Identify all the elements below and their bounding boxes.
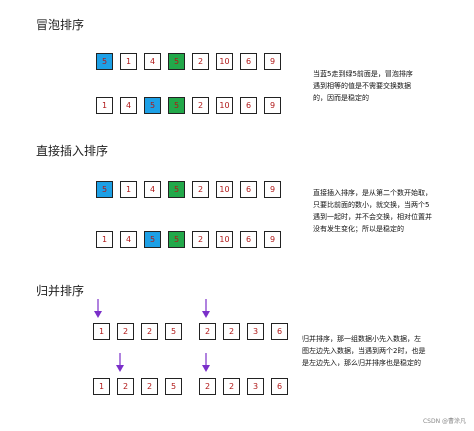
insertion-note-line-4: 没有发生变化；所以是稳定的 <box>313 225 404 233</box>
number-cell: 2 <box>117 378 134 395</box>
number-cell: 1 <box>93 323 110 340</box>
number-cell: 6 <box>240 53 257 70</box>
number-cell: 9 <box>264 53 281 70</box>
merge-sort-title: 归并排序 <box>36 284 85 298</box>
number-cell: 1 <box>120 53 137 70</box>
number-cell: 2 <box>199 378 216 395</box>
number-cell: 2 <box>141 378 158 395</box>
down-arrow-icon <box>202 353 210 372</box>
number-cell: 2 <box>223 323 240 340</box>
number-cell: 1 <box>96 97 113 114</box>
watermark: CSDN @曹涂凡 <box>422 418 466 425</box>
merge-note-line-3: 是左边先入，那么归并排序也是稳定的 <box>302 359 421 367</box>
number-cell: 2 <box>117 323 134 340</box>
number-cell: 5 <box>96 181 113 198</box>
bubble-note: 当蓝5走到绿5前面是，冒泡排序 遇到相等的值是不需要交换数据 的，因而是稳定的 <box>313 68 413 104</box>
number-cell: 6 <box>240 97 257 114</box>
number-cell: 6 <box>240 231 257 248</box>
number-cell: 2 <box>141 323 158 340</box>
merge-note: 归并排序，那一组数据小先入数据，左 图左边先入数据，当遇到两个2时，也是 是左边… <box>302 333 425 369</box>
number-cell: 10 <box>216 53 233 70</box>
number-cell: 2 <box>192 181 209 198</box>
number-cell: 3 <box>247 323 264 340</box>
number-cell: 9 <box>264 231 281 248</box>
number-cell: 5 <box>165 378 182 395</box>
number-cell: 2 <box>199 323 216 340</box>
number-cell: 5 <box>168 97 185 114</box>
bubble-note-line-2: 遇到相等的值是不需要交换数据 <box>313 82 411 90</box>
number-cell: 9 <box>264 181 281 198</box>
down-arrow-icon <box>116 353 124 372</box>
number-cell: 2 <box>192 231 209 248</box>
insertion-note-line-1: 直接插入排序，是从第二个数开始取， <box>313 189 432 197</box>
number-cell: 6 <box>240 181 257 198</box>
merge-note-line-2: 图左边先入数据，当遇到两个2时，也是 <box>302 347 426 355</box>
number-cell: 3 <box>247 378 264 395</box>
insertion-sort-title: 直接插入排序 <box>36 144 109 158</box>
number-cell: 4 <box>120 231 137 248</box>
down-arrow-icon <box>94 299 102 318</box>
number-cell: 10 <box>216 181 233 198</box>
number-cell: 6 <box>271 323 288 340</box>
number-cell: 1 <box>120 181 137 198</box>
insertion-note-line-2: 只要比前面的数小，就交换，当两个5 <box>313 201 430 209</box>
number-cell: 5 <box>165 323 182 340</box>
number-cell: 1 <box>93 378 110 395</box>
number-cell: 4 <box>120 97 137 114</box>
bubble-note-line-3: 的，因而是稳定的 <box>313 94 369 102</box>
down-arrow-icon <box>202 299 210 318</box>
number-cell: 5 <box>168 181 185 198</box>
number-cell: 5 <box>144 231 161 248</box>
number-cell: 9 <box>264 97 281 114</box>
number-cell: 5 <box>168 53 185 70</box>
number-cell: 4 <box>144 53 161 70</box>
number-cell: 1 <box>96 231 113 248</box>
number-cell: 10 <box>216 231 233 248</box>
insertion-note: 直接插入排序，是从第二个数开始取， 只要比前面的数小，就交换，当两个5 遇到一起… <box>313 187 432 235</box>
number-cell: 5 <box>96 53 113 70</box>
merge-note-line-1: 归并排序，那一组数据小先入数据，左 <box>302 335 421 343</box>
bubble-sort-title: 冒泡排序 <box>36 18 85 32</box>
number-cell: 2 <box>192 97 209 114</box>
insertion-note-line-3: 遇到一起时，并不会交换，相对位置并 <box>313 213 432 221</box>
number-cell: 10 <box>216 97 233 114</box>
number-cell: 2 <box>192 53 209 70</box>
number-cell: 4 <box>144 181 161 198</box>
number-cell: 5 <box>168 231 185 248</box>
number-cell: 5 <box>144 97 161 114</box>
bubble-note-line-1: 当蓝5走到绿5前面是，冒泡排序 <box>313 70 413 78</box>
number-cell: 2 <box>223 378 240 395</box>
number-cell: 6 <box>271 378 288 395</box>
